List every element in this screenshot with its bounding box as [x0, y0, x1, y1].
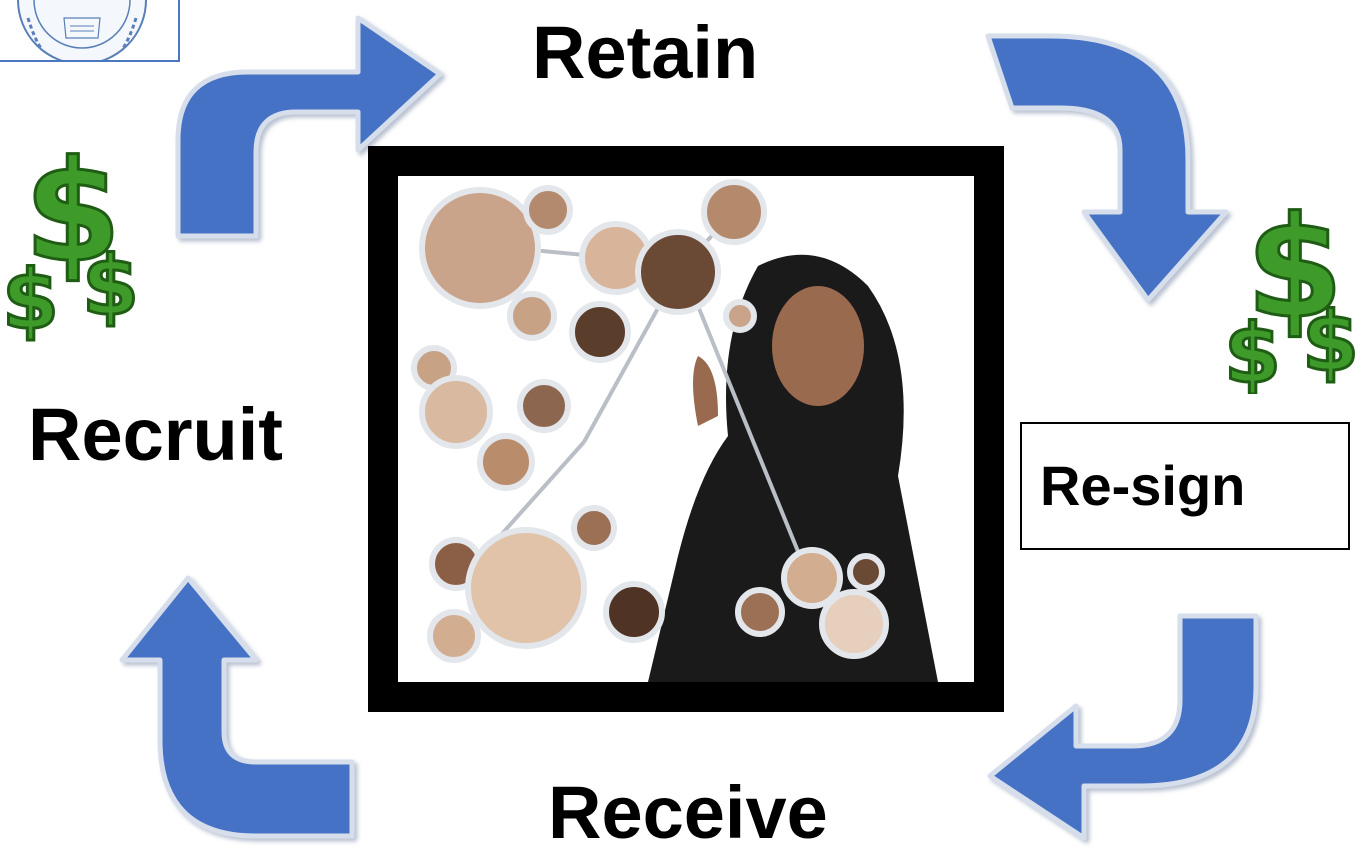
organization-seal-logo [0, 0, 180, 62]
receive-label: Receive [548, 771, 828, 854]
dollar-signs-icon: $ $ $ [2, 130, 141, 345]
svg-text:$: $ [1246, 187, 1343, 350]
recruit-label: Recruit [28, 393, 283, 476]
resign-box [1020, 422, 1350, 550]
arrow-receive-to-recruit [119, 575, 355, 839]
retain-label: Retain [532, 11, 759, 94]
svg-text:$: $ [82, 239, 139, 334]
dollar-signs-icon: $ $ $ [1223, 186, 1361, 395]
arrow-resign-to-receive [987, 613, 1259, 841]
arrow-retain-to-resign [985, 33, 1229, 303]
social-network-photo [398, 176, 974, 682]
svg-text:$: $ [1224, 307, 1281, 394]
svg-text:$: $ [1302, 295, 1359, 390]
resign-label: Re-sign [1040, 454, 1246, 517]
svg-text:$: $ [2, 253, 59, 344]
svg-text:$: $ [24, 131, 121, 294]
arrow-recruit-to-retain [175, 15, 443, 239]
